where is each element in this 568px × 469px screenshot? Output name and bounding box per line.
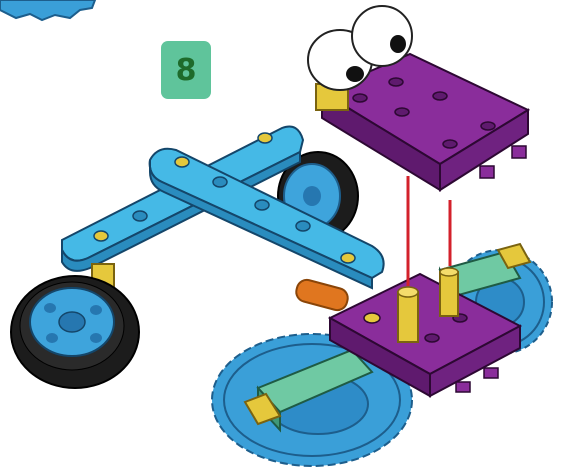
partial-gear-top-left [0,0,95,20]
left-wheel [11,276,139,388]
orange-pin [294,278,350,313]
